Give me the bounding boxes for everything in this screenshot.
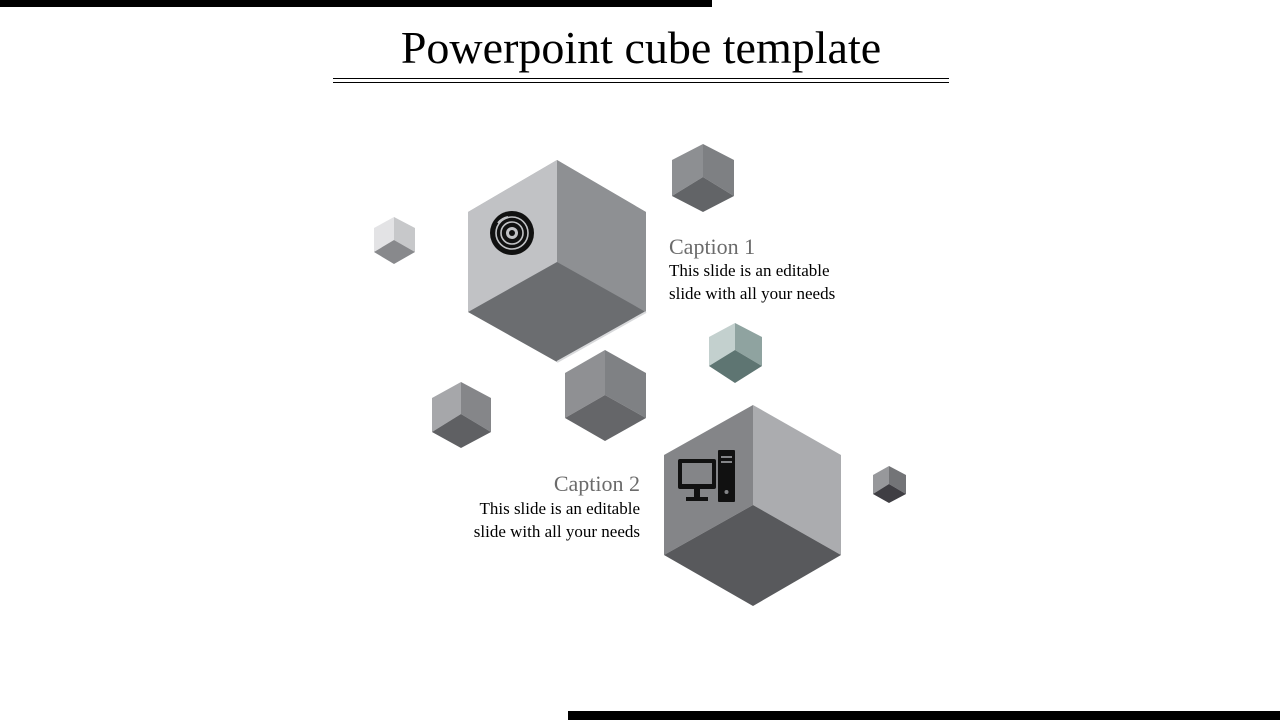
small-cube-lower-left xyxy=(432,382,491,448)
top-accent-bar xyxy=(0,0,712,7)
caption-2-line-1: This slide is an editable xyxy=(479,499,640,518)
caption-2-title: Caption 2 xyxy=(553,471,640,496)
small-cube-teal xyxy=(709,323,762,383)
caption-1-title: Caption 1 xyxy=(669,234,756,259)
small-cube-right xyxy=(873,466,906,503)
caption-1-line-2: slide with all your needs xyxy=(669,284,836,303)
title-underline xyxy=(333,78,949,83)
large-cube-2 xyxy=(664,405,841,606)
caption-1-text: This slide is an editable slide with all… xyxy=(669,259,879,305)
small-cube-top xyxy=(672,144,734,212)
medium-cube-center xyxy=(565,350,646,441)
large-cube-1 xyxy=(468,160,647,363)
slide-title: Powerpoint cube template xyxy=(400,22,882,73)
bottom-accent-bar xyxy=(568,711,1280,720)
small-cube-left xyxy=(374,217,415,264)
caption-2-line-2: slide with all your needs xyxy=(473,522,640,541)
vinyl-disc-icon xyxy=(490,211,534,255)
desktop-computer-icon xyxy=(678,450,735,502)
caption-2-text: This slide is an editable slide with all… xyxy=(420,497,640,543)
caption-1-line-1: This slide is an editable xyxy=(669,261,830,280)
